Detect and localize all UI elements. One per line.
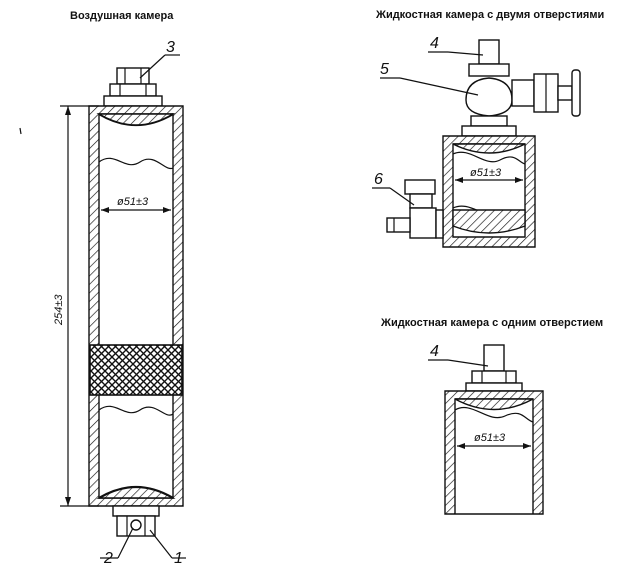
top-nut bbox=[116, 67, 150, 85]
top-fitting-flange bbox=[103, 95, 163, 107]
valve-connector bbox=[470, 115, 508, 127]
side-valve-cap bbox=[404, 179, 436, 195]
callout-6: 6 bbox=[374, 171, 383, 188]
one-hole-stem bbox=[483, 344, 505, 372]
mesh-insert bbox=[89, 344, 183, 396]
callout-4-top: 4 bbox=[430, 35, 439, 52]
liquid-one-hole-drawing: ø51±3 4 bbox=[428, 343, 544, 515]
air-chamber-title: Воздушная камера bbox=[70, 10, 174, 22]
callout-5: 5 bbox=[380, 61, 389, 78]
valve-body bbox=[465, 77, 513, 117]
one-hole-nut bbox=[471, 370, 517, 384]
valve-stem bbox=[557, 85, 573, 101]
bottom-fitting-flange bbox=[112, 505, 160, 517]
valve-connector-nut bbox=[461, 125, 517, 137]
two-holes-diameter: ø51±3 bbox=[470, 167, 502, 179]
air-chamber-diameter: ø51±3 bbox=[117, 196, 149, 208]
one-hole-diameter: ø51±3 bbox=[474, 432, 506, 444]
valve-side-port bbox=[511, 79, 535, 107]
side-valve-stem bbox=[409, 207, 437, 239]
scan-mark bbox=[19, 127, 22, 135]
air-chamber-wall bbox=[88, 105, 184, 507]
side-valve-outlet bbox=[386, 217, 411, 233]
liquid-one-hole-title: Жидкостная камера с одним отверстием bbox=[380, 317, 603, 329]
callout-1: 1 bbox=[174, 550, 183, 567]
bottom-valve-ball bbox=[130, 519, 142, 531]
top-stem-nut bbox=[468, 63, 510, 77]
liquid-two-holes-drawing: ø51±3 4 5 6 bbox=[372, 35, 581, 248]
liquid-two-holes-title: Жидкостная камера с двумя отверстиями bbox=[375, 9, 604, 21]
callout-2: 2 bbox=[103, 550, 113, 567]
side-valve-gland bbox=[435, 209, 444, 239]
top-nut-base bbox=[109, 83, 157, 97]
callout-3: 3 bbox=[166, 39, 175, 56]
valve-handwheel bbox=[571, 69, 581, 117]
air-chamber-length: 254±3 bbox=[53, 294, 65, 326]
one-hole-flange bbox=[465, 382, 523, 392]
top-stem bbox=[478, 39, 500, 65]
callout-4-bottom: 4 bbox=[430, 343, 439, 360]
side-valve-body bbox=[409, 193, 433, 209]
air-chamber-drawing: ø51±3 254±3 3 2 1 bbox=[53, 39, 186, 567]
